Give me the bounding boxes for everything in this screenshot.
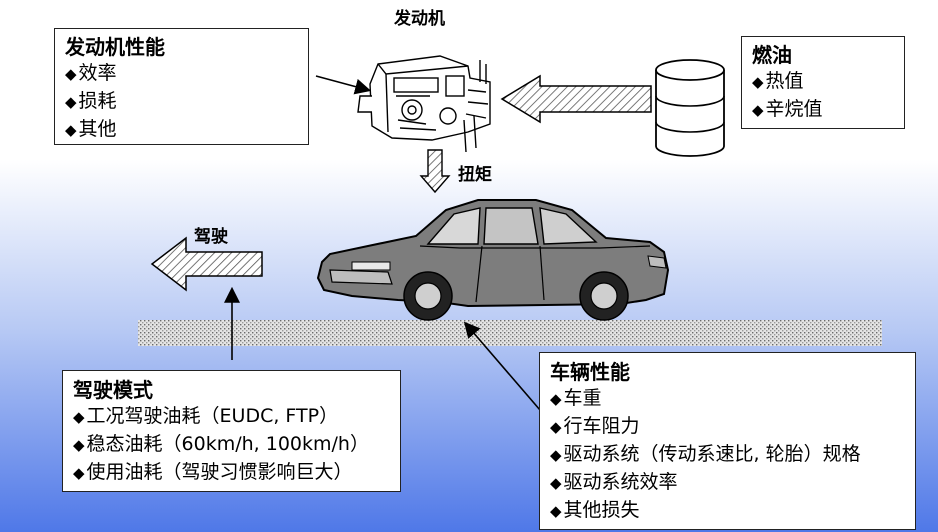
torque-label: 扭矩: [458, 165, 492, 185]
engine-performance-arrow: [315, 75, 372, 95]
fuel-item: ◆热值: [752, 70, 804, 92]
driving-mode-item: ◆使用油耗（驾驶习惯影响巨大）: [73, 461, 353, 483]
driving-mode-item: ◆稳态油耗（60km/h, 100km/h）: [73, 433, 369, 455]
bullet-icon: ◆: [73, 436, 85, 454]
vehicle-performance-item: ◆驱动系统效率: [550, 471, 678, 493]
engine-performance-box: 发动机性能 ◆效率 ◆损耗 ◆其他: [54, 28, 309, 145]
driving-mode-box: 驾驶模式 ◆工况驾驶油耗（EUDC, FTP） ◆稳态油耗（60km/h, 10…: [62, 370, 401, 492]
bullet-icon: ◆: [550, 390, 562, 408]
bullet-icon: ◆: [550, 418, 562, 436]
car-icon: [316, 199, 670, 321]
bullet-icon: ◆: [752, 101, 764, 119]
bullet-icon: ◆: [752, 73, 764, 91]
fuel-drum-icon: [655, 59, 725, 157]
fuel-to-engine-arrow: [500, 74, 652, 124]
engine-label: 发动机: [394, 9, 445, 29]
engine-performance-item: ◆效率: [65, 62, 117, 84]
vehicle-performance-item: ◆驱动系统（传动系速比, 轮胎）规格: [550, 443, 861, 465]
bullet-icon: ◆: [550, 474, 562, 492]
engine-performance-title: 发动机性能: [65, 35, 165, 59]
bullet-icon: ◆: [73, 464, 85, 482]
bullet-icon: ◆: [65, 65, 77, 83]
vehicle-performance-title: 车辆性能: [550, 360, 630, 384]
torque-arrow: [419, 149, 451, 194]
engine-performance-item: ◆其他: [65, 118, 117, 140]
driving-direction-arrow: [150, 236, 263, 292]
vehicle-performance-box: 车辆性能 ◆车重 ◆行车阻力 ◆驱动系统（传动系速比, 轮胎）规格 ◆驱动系统效…: [539, 352, 916, 530]
vehicle-performance-item: ◆行车阻力: [550, 415, 640, 437]
driving-mode-title: 驾驶模式: [73, 378, 153, 402]
vehicle-performance-item: ◆其他损失: [550, 499, 640, 521]
road-surface: [138, 320, 882, 346]
driving-mode-item: ◆工况驾驶油耗（EUDC, FTP）: [73, 405, 339, 427]
engine-performance-item: ◆损耗: [65, 90, 117, 112]
engine-icon: [357, 55, 491, 153]
fuel-box: 燃油 ◆热值 ◆辛烷值: [741, 36, 905, 129]
bullet-icon: ◆: [65, 93, 77, 111]
vehicle-performance-arrow: [463, 321, 541, 411]
bullet-icon: ◆: [65, 121, 77, 139]
fuel-item: ◆辛烷值: [752, 98, 823, 120]
bullet-icon: ◆: [550, 446, 562, 464]
fuel-title: 燃油: [752, 43, 792, 67]
vehicle-performance-item: ◆车重: [550, 387, 602, 409]
bullet-icon: ◆: [73, 408, 85, 426]
driving-label: 驾驶: [194, 227, 228, 247]
bullet-icon: ◆: [550, 502, 562, 520]
